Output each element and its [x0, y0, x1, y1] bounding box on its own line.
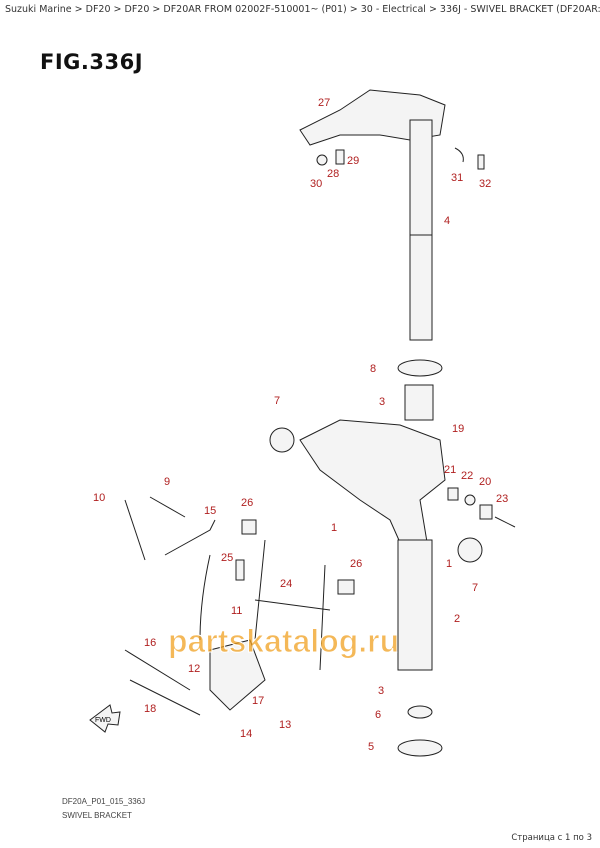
callout-15[interactable]: 15 — [204, 505, 216, 517]
callout-12[interactable]: 12 — [188, 663, 200, 675]
callout-3[interactable]: 3 — [379, 396, 385, 408]
callout-23[interactable]: 23 — [496, 493, 508, 505]
part-26-plug-right — [337, 579, 355, 595]
callout-3b[interactable]: 3 — [378, 685, 384, 697]
part-6 — [407, 705, 433, 719]
fwd-arrow-icon — [89, 704, 121, 733]
callout-6[interactable]: 6 — [375, 709, 381, 721]
figure-title: FIG.336J — [40, 50, 144, 74]
fwd-label: FWD — [95, 717, 111, 724]
part-15-wire — [199, 554, 211, 641]
callout-4[interactable]: 4 — [444, 215, 450, 227]
callout-26b[interactable]: 26 — [350, 558, 362, 570]
diagram-name: SWIVEL BRACKET — [62, 811, 132, 820]
part-23-bolt — [494, 516, 516, 528]
part-25-spring — [235, 559, 245, 581]
callout-13[interactable]: 13 — [279, 719, 291, 731]
part-20 — [479, 504, 493, 520]
callout-26[interactable]: 26 — [241, 497, 253, 509]
part-32 — [477, 154, 485, 170]
part-7-bushing-right — [457, 537, 483, 563]
callout-7b[interactable]: 7 — [472, 582, 478, 594]
callout-24[interactable]: 24 — [280, 578, 292, 590]
part-10-spring — [124, 499, 146, 561]
callout-9[interactable]: 9 — [164, 476, 170, 488]
callout-5[interactable]: 5 — [368, 741, 374, 753]
part-26-plug — [241, 519, 257, 535]
callout-22[interactable]: 22 — [461, 470, 473, 482]
part-7-bushing — [269, 427, 295, 453]
part-18-shaft — [129, 679, 201, 716]
diagram-code: DF20A_P01_015_336J — [62, 797, 146, 806]
callout-8[interactable]: 8 — [370, 363, 376, 375]
callout-28[interactable]: 28 — [327, 168, 339, 180]
callout-1[interactable]: 1 — [331, 522, 337, 534]
callout-19[interactable]: 19 — [452, 423, 464, 435]
callout-21[interactable]: 21 — [444, 464, 456, 476]
part-4-steering-tube — [409, 119, 433, 341]
part-16-shaft — [124, 649, 191, 691]
part-2-swivel-bracket — [299, 419, 446, 566]
callout-30[interactable]: 30 — [310, 178, 322, 190]
callout-14[interactable]: 14 — [240, 728, 252, 740]
callout-18[interactable]: 18 — [144, 703, 156, 715]
callout-31[interactable]: 31 — [451, 172, 463, 184]
callout-29[interactable]: 29 — [347, 155, 359, 167]
callout-7[interactable]: 7 — [274, 395, 280, 407]
part-31 — [454, 147, 464, 163]
part-9-pin — [149, 496, 186, 518]
callout-27[interactable]: 27 — [318, 97, 330, 109]
part-29 — [335, 149, 345, 165]
part-22 — [464, 494, 476, 506]
part-2-tube — [397, 539, 433, 671]
callout-25[interactable]: 25 — [221, 552, 233, 564]
part-24-lever — [254, 539, 331, 671]
callout-1b[interactable]: 1 — [446, 558, 452, 570]
part-3-bushing — [404, 384, 434, 421]
part-27-bracket — [299, 89, 446, 146]
callout-20[interactable]: 20 — [479, 476, 491, 488]
callout-10[interactable]: 10 — [93, 492, 105, 504]
watermark: partskatalog.ru — [168, 623, 399, 659]
part-15-rod — [164, 519, 216, 556]
callout-16[interactable]: 16 — [144, 637, 156, 649]
part-11-plate — [209, 639, 266, 711]
part-30 — [316, 154, 328, 166]
callout-2[interactable]: 2 — [454, 613, 460, 625]
callout-11[interactable]: 11 — [231, 605, 242, 617]
part-21 — [447, 487, 459, 501]
part-8-washer — [397, 359, 443, 377]
callouts: 27 28 29 30 31 32 4 8 3 19 7 21 22 20 23… — [93, 97, 508, 753]
breadcrumb[interactable]: Suzuki Marine > DF20 > DF20 > DF20AR FRO… — [5, 4, 600, 15]
callout-32[interactable]: 32 — [479, 178, 491, 190]
callout-17[interactable]: 17 — [252, 695, 264, 707]
part-5-washer — [397, 739, 443, 757]
pager[interactable]: Страница с 1 по 3 — [511, 833, 592, 843]
